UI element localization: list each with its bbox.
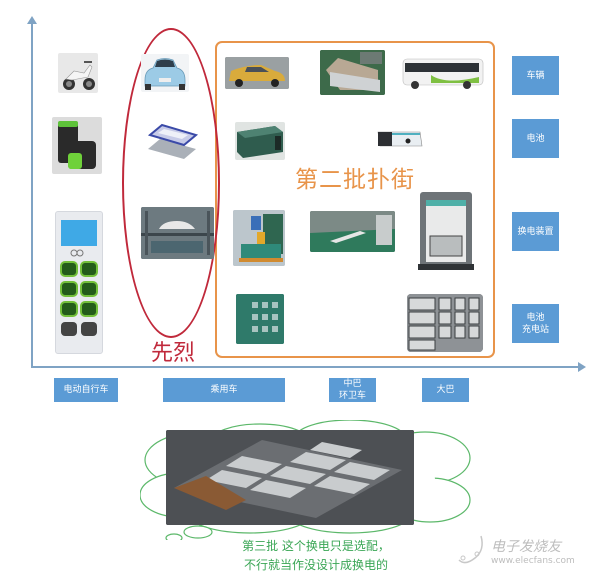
minibus-on-track-image	[320, 50, 385, 95]
scooter-battery-image	[52, 117, 102, 174]
third-wave-label: 第三批 这个换电只是选配， 不行就当作没设计成换电的	[226, 537, 406, 575]
battery-rack-cabinets-image	[407, 294, 483, 352]
y-label-battery: 电池	[512, 119, 559, 158]
battery-pack-image	[166, 430, 414, 525]
green-charging-rack-image	[236, 294, 284, 344]
battery-tray-image	[144, 123, 199, 168]
third-wave-label-line1: 第三批 这个换电只是选配，	[242, 539, 390, 553]
second-wave-label: 第二批扑街	[295, 167, 415, 193]
y-label-charging-station: 电池 充电站	[512, 304, 559, 343]
watermark-logo-icon	[458, 535, 483, 564]
watermark: 电子发烧友 www.elecfans.com	[455, 532, 595, 572]
battery-swap-cabinet-image	[55, 211, 103, 354]
swap-robot-frame-image	[416, 190, 474, 272]
y-label-vehicle: 车辆	[512, 56, 559, 95]
swap-line-image	[310, 211, 395, 252]
watermark-url: www.elecfans.com	[491, 556, 575, 566]
x-label-bus: 大巴	[422, 378, 469, 402]
third-wave-label-line2: 不行就当作没设计成换电的	[243, 558, 388, 572]
x-label-passenger-car: 乘用车	[163, 378, 285, 402]
blue-car-image	[141, 54, 189, 92]
green-battery-box-image	[235, 122, 285, 160]
x-axis	[31, 366, 581, 368]
x-axis-arrow-icon	[578, 362, 586, 372]
electric-scooter-image	[58, 53, 98, 93]
electric-bus-image	[401, 55, 485, 92]
worker-swap-device-image	[233, 210, 285, 266]
battery-module-image	[376, 128, 424, 150]
y-axis	[31, 22, 33, 366]
watermark-title: 电子发烧友	[491, 539, 561, 555]
first-wave-label: 先烈	[151, 341, 196, 366]
first-wave-ellipse	[122, 28, 220, 338]
x-label-ebike: 电动自行车	[54, 378, 118, 402]
y-label-swap-device: 换电装置	[512, 212, 559, 251]
y-axis-arrow-icon	[27, 16, 37, 24]
x-label-minibus: 中巴 环卫车	[329, 378, 376, 402]
yellow-taxi-image	[225, 57, 289, 89]
car-swap-station-image	[141, 207, 214, 259]
